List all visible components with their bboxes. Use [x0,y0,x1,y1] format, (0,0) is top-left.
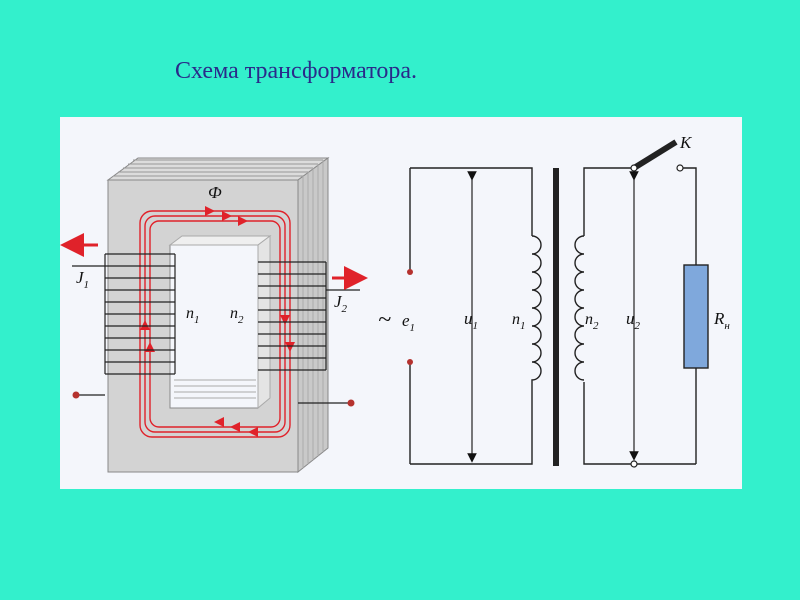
source-terminal-bottom [407,359,413,365]
primary-winding-label: n1 [186,305,200,326]
load-resistance-label: Rн [713,309,730,332]
secondary-terminal [347,399,355,407]
load-resistor [683,264,709,369]
output-terminal-bottom [630,460,638,468]
core-leads [72,265,360,404]
primary-circuit [409,167,542,465]
switch-blade [632,139,678,171]
primary-terminal [72,391,80,399]
secondary-current-label: J2 [334,292,348,315]
switch-label: K [679,133,693,152]
source-terminal-top [407,269,413,275]
slide-title: Схема трансформатора. [175,58,418,84]
switch-pivot [630,164,638,172]
secondary-circuit [574,167,697,465]
schematic-core-bar [553,168,559,466]
switch-contact [676,164,684,172]
primary-winding-coils [104,253,176,375]
ac-source-symbol: ~ [378,307,391,333]
emf-label: e1 [402,311,415,334]
schematic-secondary-winding-label: n2 [585,311,599,332]
secondary-winding-label: n2 [230,305,244,326]
schematic-primary-winding-label: n1 [512,311,526,332]
output-voltage-label: u2 [626,309,641,332]
input-voltage-label: u1 [464,309,478,332]
flux-label: Ф [208,183,222,202]
primary-current-label: J1 [76,268,89,291]
secondary-winding-coils [258,261,327,371]
transformer-core [106,157,330,474]
flux-direction-arrows [140,206,295,437]
